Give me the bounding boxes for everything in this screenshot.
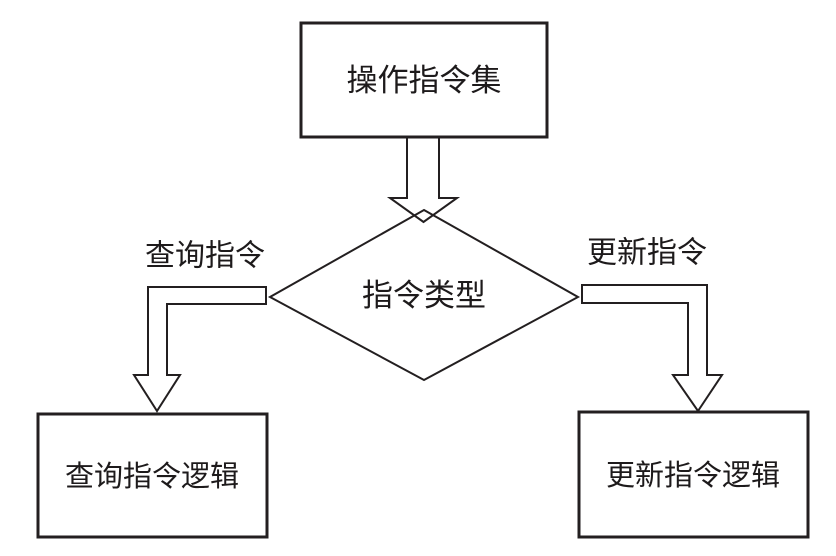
edge-label-query: 查询指令 — [145, 239, 265, 274]
node-decision-label: 指令类型 — [362, 278, 486, 314]
edge-label-update: 更新指令 — [587, 236, 707, 271]
arrow-decision-to-query — [132, 286, 267, 413]
node-start-shape — [299, 21, 549, 139]
node-update-logic-shape — [577, 410, 810, 539]
node-update-logic-label: 更新指令逻辑 — [606, 458, 780, 492]
node-decision-shape — [267, 208, 581, 382]
node-query-logic-label: 查询指令逻辑 — [65, 459, 239, 493]
node-start-label: 操作指令集 — [347, 63, 502, 99]
arrow-decision-to-update — [581, 284, 724, 413]
arrow-start-to-decision — [386, 136, 461, 224]
node-query-logic-shape — [36, 412, 269, 539]
